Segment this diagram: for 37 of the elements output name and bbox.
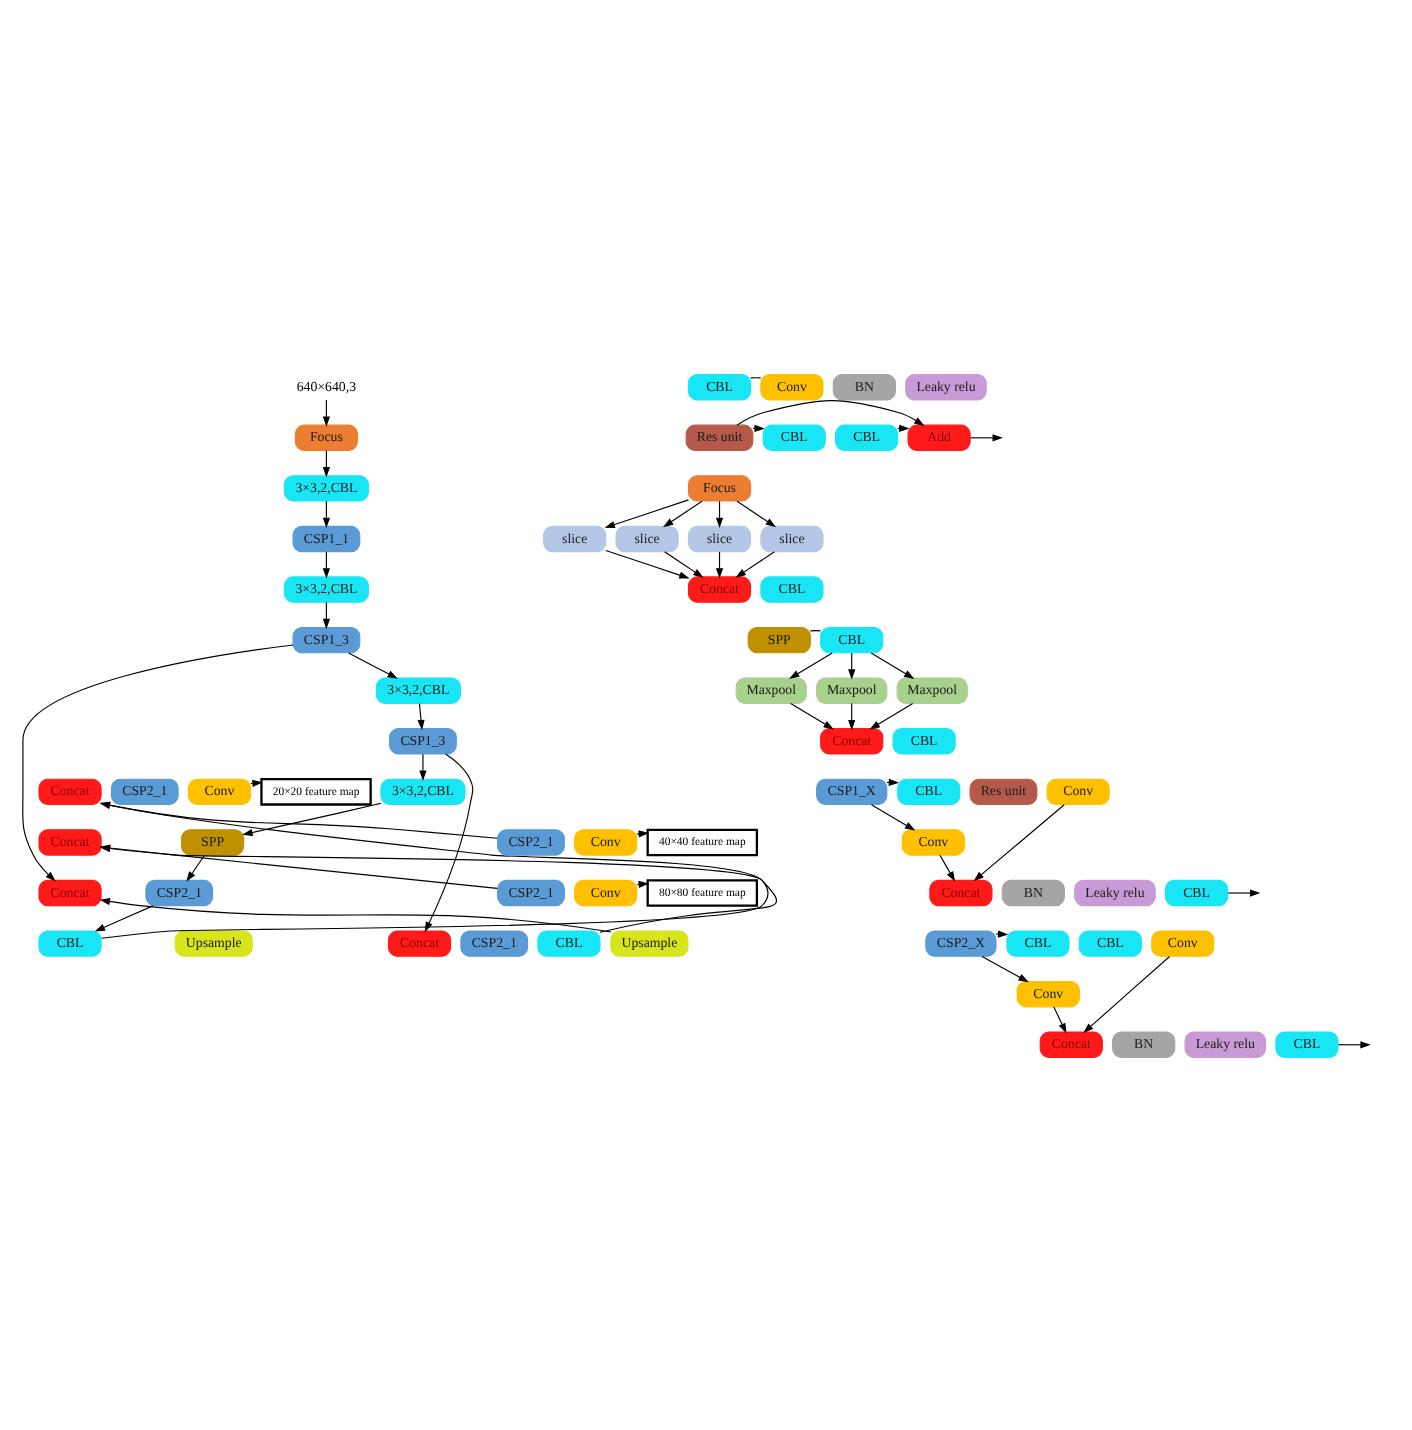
arrow	[736, 499, 776, 527]
arrow	[1053, 1005, 1067, 1033]
arrow	[636, 829, 649, 837]
arrow	[99, 896, 612, 932]
arrow	[995, 929, 1009, 937]
arrow	[790, 701, 834, 729]
arrow	[663, 499, 703, 527]
arrow	[664, 550, 704, 577]
arrow	[869, 701, 914, 729]
arrow	[1337, 1040, 1371, 1048]
arrow	[186, 853, 206, 881]
arrow	[1227, 888, 1261, 896]
arrow	[939, 853, 956, 881]
arrow	[735, 550, 775, 577]
arrow	[870, 651, 915, 678]
arrow	[417, 701, 425, 730]
arrow	[604, 498, 690, 528]
arrow	[973, 803, 1065, 881]
arrow	[970, 433, 1003, 441]
arrow	[242, 801, 382, 836]
arrow	[636, 879, 649, 888]
arrow	[99, 843, 778, 932]
arrow	[99, 843, 498, 888]
arrow	[870, 803, 916, 830]
arrow	[424, 752, 474, 932]
arrow	[99, 800, 769, 938]
arrow	[736, 399, 925, 425]
arrow	[419, 752, 427, 780]
arrow	[789, 651, 833, 678]
arrow	[94, 904, 154, 931]
arrow	[22, 643, 294, 881]
arrow	[605, 548, 690, 578]
arrow	[1083, 954, 1171, 1033]
arrow	[348, 651, 398, 678]
connector	[750, 376, 762, 378]
arrow	[981, 954, 1029, 982]
arrow	[99, 800, 498, 838]
